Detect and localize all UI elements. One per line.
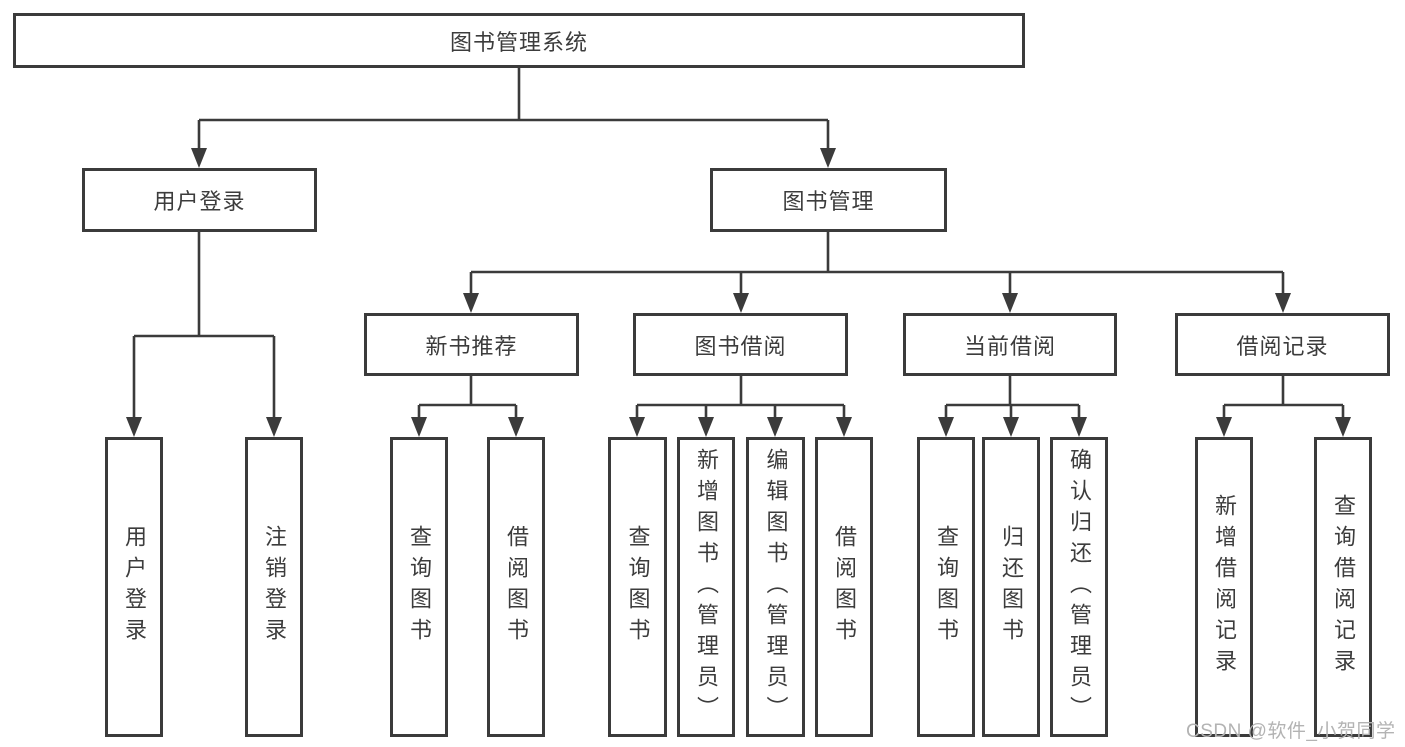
leaf-label: 借阅图书 xyxy=(832,525,857,649)
connector-current-borrow-to-leaves xyxy=(938,376,1087,437)
leaf-label: 注销登录 xyxy=(262,525,287,649)
connector-book-management-to-level3 xyxy=(463,232,1291,313)
leaf-return-books: 归还图书 xyxy=(982,437,1040,737)
leaf-user-login: 用户登录 xyxy=(105,437,163,737)
node-label: 借阅记录 xyxy=(1236,333,1329,359)
node-user-login: 用户登录 xyxy=(82,168,317,232)
leaf-label: 编辑图书（管理员） xyxy=(763,447,789,727)
connector-borrow-records-to-leaves xyxy=(1216,376,1351,437)
node-book-management: 图书管理 xyxy=(710,168,947,232)
leaf-logout: 注销登录 xyxy=(245,437,303,737)
leaf-label: 确认归还（管理员） xyxy=(1067,447,1092,727)
leaf-query-books-recommend: 查询图书 xyxy=(390,437,448,737)
node-label: 图书管理系统 xyxy=(449,29,588,55)
node-label: 图书借阅 xyxy=(694,333,787,359)
leaf-query-books-borrow: 查询图书 xyxy=(608,437,667,737)
node-new-book-recommendation: 新书推荐 xyxy=(364,313,579,376)
leaf-label: 借阅图书 xyxy=(504,525,529,649)
node-label: 用户登录 xyxy=(153,189,246,214)
leaf-confirm-return-admin: 确认归还（管理员） xyxy=(1050,437,1108,737)
connector-book-borrow-to-leaves xyxy=(629,376,852,437)
leaf-label: 用户登录 xyxy=(122,525,147,649)
leaf-query-borrow-record: 查询借阅记录 xyxy=(1314,437,1372,737)
leaf-label: 新增图书（管理员） xyxy=(694,447,719,727)
node-root-library-system: 图书管理系统 xyxy=(13,13,1025,68)
node-label: 当前借阅 xyxy=(963,333,1056,359)
leaf-add-borrow-record: 新增借阅记录 xyxy=(1195,437,1253,737)
leaf-label: 归还图书 xyxy=(999,525,1024,649)
node-book-borrowing: 图书借阅 xyxy=(633,313,848,376)
leaf-edit-books-admin: 编辑图书（管理员） xyxy=(746,437,805,737)
connector-user-login-to-leaves xyxy=(126,232,282,437)
node-label: 新书推荐 xyxy=(425,333,518,359)
leaf-label: 查询借阅记录 xyxy=(1331,494,1356,680)
leaf-label: 查询图书 xyxy=(625,525,651,649)
leaf-borrow-books-recommend: 借阅图书 xyxy=(487,437,545,737)
leaf-add-books-admin: 新增图书（管理员） xyxy=(677,437,735,737)
node-label: 图书管理 xyxy=(782,189,875,214)
leaf-borrow-books: 借阅图书 xyxy=(815,437,873,737)
node-borrowing-records: 借阅记录 xyxy=(1175,313,1390,376)
connector-new-book-to-leaves xyxy=(411,376,524,437)
connector-root-to-level2 xyxy=(191,68,836,168)
leaf-label: 查询图书 xyxy=(407,525,432,649)
leaf-label: 新增借阅记录 xyxy=(1212,494,1237,680)
node-current-borrowing: 当前借阅 xyxy=(903,313,1117,376)
csdn-watermark: CSDN @软件_小贺同学 xyxy=(1186,721,1396,742)
leaf-label: 查询图书 xyxy=(934,525,959,649)
leaf-query-books-current: 查询图书 xyxy=(917,437,975,737)
